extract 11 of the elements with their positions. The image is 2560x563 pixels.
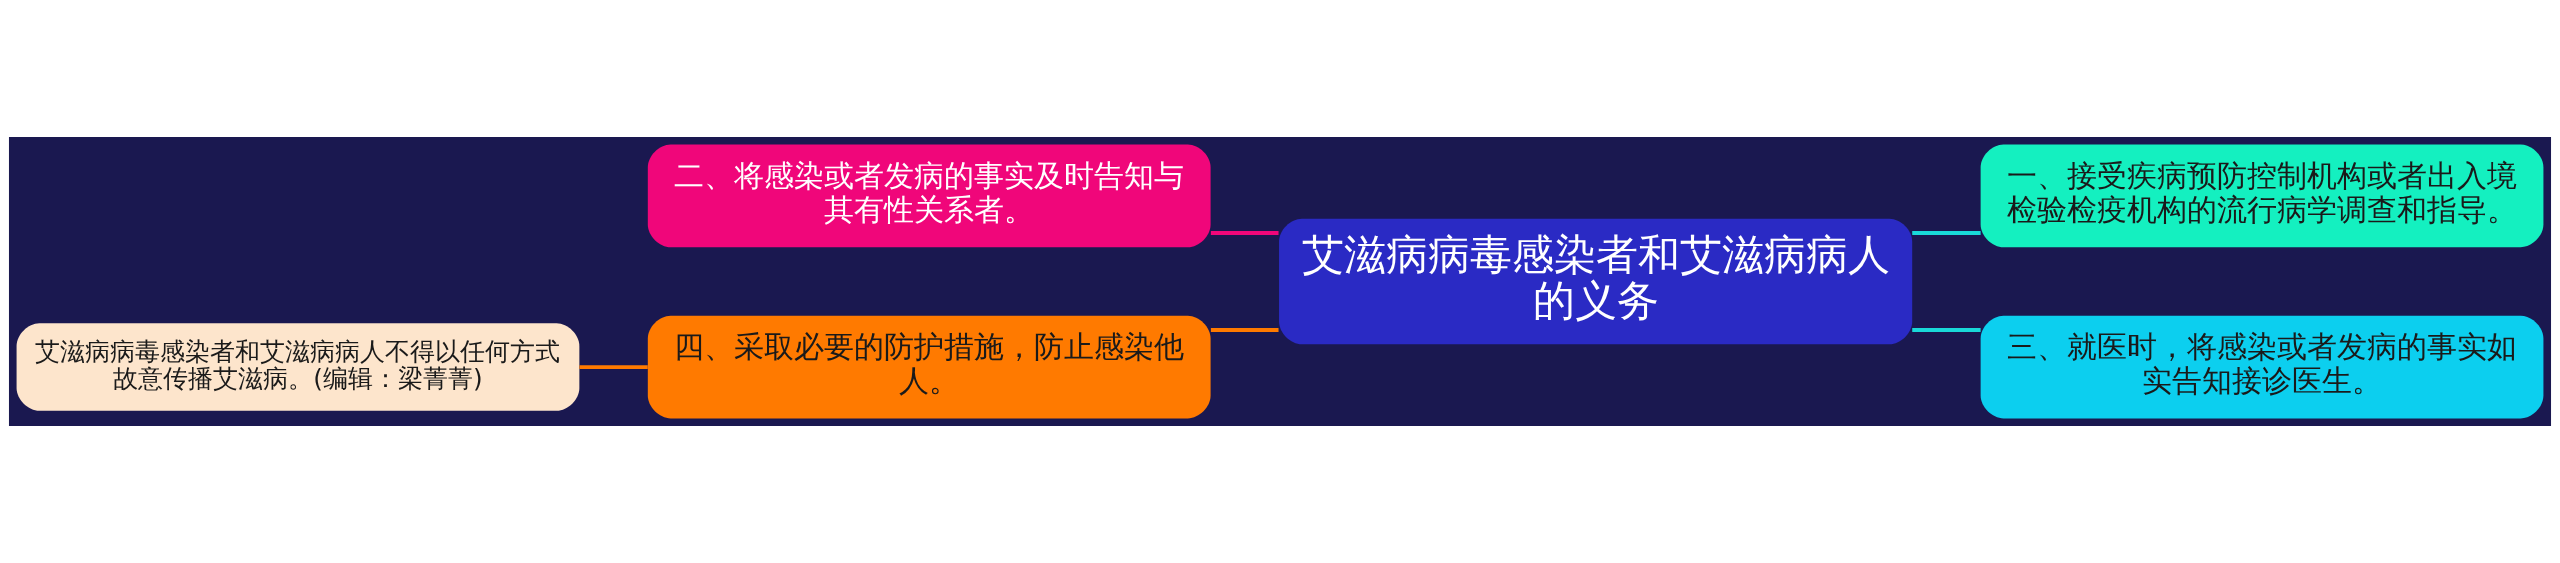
node-box: 四、采取必要的防护措施，防止感染他人。 [647,315,1211,419]
connector [579,365,648,369]
node-box: 二、将感染或者发病的事实及时告知与其有性关系者。 [647,144,1211,248]
connector [1912,231,1981,235]
node-box: 艾滋病病毒感染者和艾滋病病人不得以任何方式故意传播艾滋病。(编辑：梁菁菁) [16,323,580,411]
connector [1912,328,1981,332]
connector [1210,328,1279,332]
node-box: 一、接受疾病预防控制机构或者出入境检验检疫机构的流行病学调查和指导。 [1980,144,2544,248]
node-box: 三、就医时，将感染或者发病的事实如实告知接诊医生。 [1980,315,2544,419]
node-box: 艾滋病病毒感染者和艾滋病病人的义务 [1279,218,1913,345]
connector [1210,231,1279,235]
